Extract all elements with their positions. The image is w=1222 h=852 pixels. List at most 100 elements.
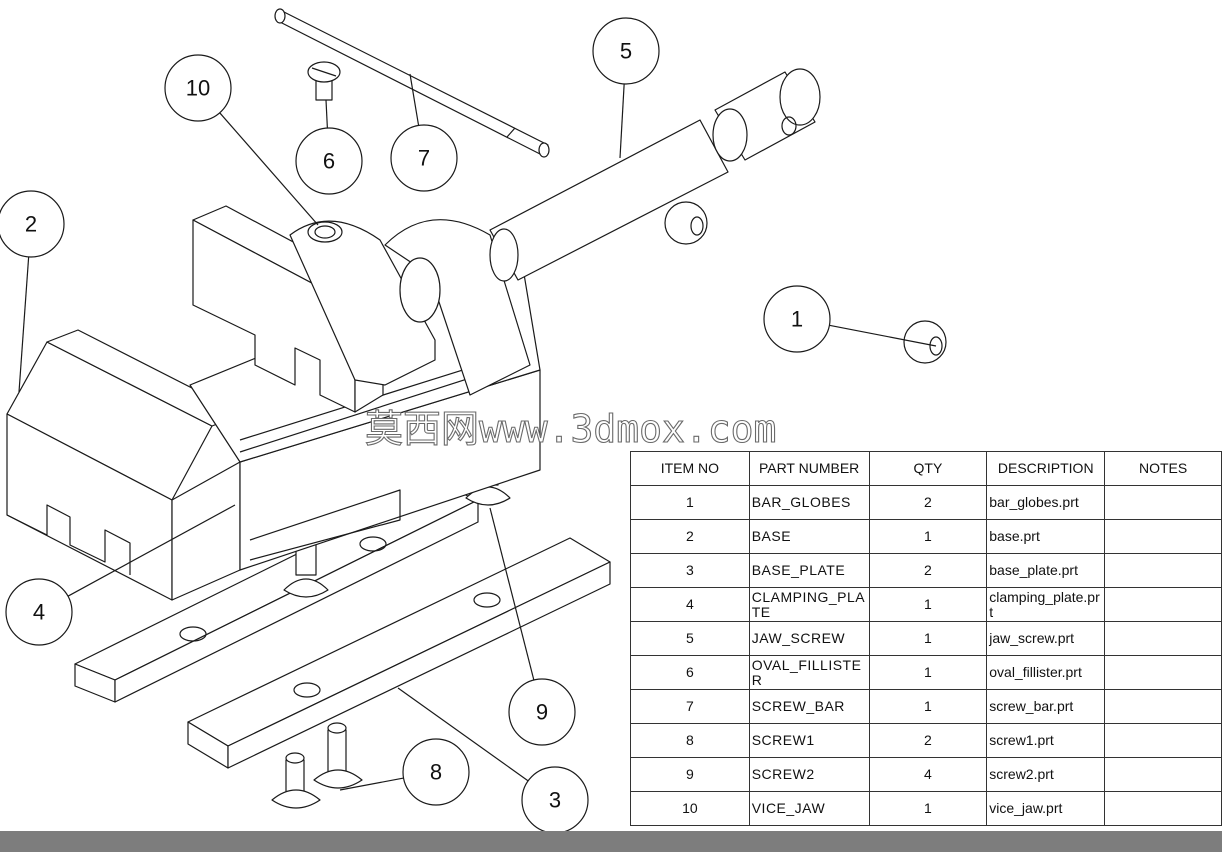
- bom-cell-part-number: BASE_PLATE: [748, 553, 870, 588]
- balloon-number: 7: [418, 146, 430, 171]
- bom-cell-qty: 4: [868, 757, 988, 792]
- leader-line: [18, 256, 30, 393]
- bom-cell-part-number: SCREW2: [748, 757, 870, 792]
- bill-of-materials-table: ITEM NO PART NUMBER QTY DESCRIPTION NOTE…: [630, 451, 1222, 826]
- bom-cell-part-number: OVAL_FILLISTER: [748, 655, 870, 690]
- leader-line: [219, 112, 319, 226]
- balloon-number: 2: [25, 212, 37, 237]
- bom-cell-part-number: SCREW1: [748, 723, 870, 758]
- bom-cell-notes: [1104, 485, 1222, 520]
- bom-cell-notes: [1104, 791, 1222, 826]
- bom-cell-notes: [1104, 757, 1222, 792]
- bom-cell-qty: 2: [868, 485, 988, 520]
- bom-cell-part-number: BASE: [748, 519, 870, 554]
- oval-fillister-part: [307, 61, 341, 101]
- bom-cell-notes: [1104, 621, 1222, 656]
- leader-line: [619, 83, 625, 159]
- balloon-callout-1: 1: [763, 285, 937, 353]
- bom-cell-qty: 1: [868, 689, 988, 724]
- bom-cell-item: 3: [630, 553, 750, 588]
- bom-cell-qty: 2: [868, 723, 988, 758]
- balloon-callout-2: 2: [0, 190, 65, 393]
- balloon-callout-10: 10: [164, 54, 319, 226]
- balloon-callout-8: 8: [339, 738, 470, 806]
- balloon-callout-5: 5: [592, 17, 660, 159]
- bom-cell-qty: 1: [868, 791, 988, 826]
- vice-jaw-part: [192, 205, 436, 413]
- bom-cell-item: 1: [630, 485, 750, 520]
- bom-cell-description: bar_globes.prt: [986, 485, 1106, 520]
- balloon-number: 8: [430, 760, 442, 785]
- balloon-circle: [402, 738, 470, 806]
- bom-cell-qty: 2: [868, 553, 988, 588]
- leader-line: [829, 324, 937, 347]
- bom-cell-description: clamping_plate.prt: [986, 587, 1106, 622]
- balloon-circle: [592, 17, 660, 85]
- bom-cell-qty: 1: [868, 655, 988, 690]
- leader-line: [339, 777, 404, 791]
- bom-cell-notes: [1104, 519, 1222, 554]
- bottom-bar: [0, 831, 1222, 852]
- bom-cell-item: 7: [630, 689, 750, 724]
- leader-line: [489, 507, 535, 681]
- bom-cell-description: screw1.prt: [986, 723, 1106, 758]
- bom-cell-description: jaw_screw.prt: [986, 621, 1106, 656]
- bom-cell-description: base_plate.prt: [986, 553, 1106, 588]
- bom-cell-part-number: JAW_SCREW: [748, 621, 870, 656]
- balloon-circle: [0, 190, 65, 258]
- bom-header-item: ITEM NO: [630, 451, 750, 486]
- balloon-callout-6: 6: [295, 99, 363, 195]
- bom-cell-description: vice_jaw.prt: [986, 791, 1106, 826]
- watermark-text: 莫西网www.3dmox.com: [365, 407, 776, 451]
- balloon-number: 6: [323, 149, 335, 174]
- bom-header-qty: QTY: [868, 451, 988, 486]
- leader-line: [67, 504, 236, 597]
- balloon-callout-7: 7: [390, 73, 458, 192]
- bom-cell-part-number: SCREW_BAR: [748, 689, 870, 724]
- screw1-parts: [271, 722, 363, 809]
- balloon-circle: [5, 578, 73, 646]
- bom-cell-part-number: VICE_JAW: [748, 791, 870, 826]
- bom-cell-description: screw2.prt: [986, 757, 1106, 792]
- balloon-circle: [390, 124, 458, 192]
- bom-header-part-number: PART NUMBER: [748, 451, 870, 486]
- bom-cell-item: 9: [630, 757, 750, 792]
- bom-cell-item: 10: [630, 791, 750, 826]
- bom-cell-item: 2: [630, 519, 750, 554]
- bom-cell-description: screw_bar.prt: [986, 689, 1106, 724]
- balloon-number: 4: [33, 600, 45, 625]
- bom-cell-notes: [1104, 655, 1222, 690]
- bom-header-description: DESCRIPTION: [986, 451, 1106, 486]
- balloon-number: 9: [536, 700, 548, 725]
- jaw-screw-part: [489, 68, 821, 282]
- balloon-circle: [508, 678, 576, 746]
- balloon-circle: [295, 127, 363, 195]
- balloon-circle: [164, 54, 232, 122]
- bom-header-notes: NOTES: [1104, 451, 1222, 486]
- balloon-number: 10: [186, 76, 210, 101]
- bom-cell-notes: [1104, 723, 1222, 758]
- bom-cell-item: 4: [630, 587, 750, 622]
- base-plate-part: [74, 483, 611, 769]
- bom-cell-notes: [1104, 689, 1222, 724]
- balloon-number: 3: [549, 788, 561, 813]
- balloon-callout-3: 3: [397, 687, 589, 834]
- balloon-number: 1: [791, 307, 803, 332]
- bom-cell-part-number: CLAMPING_PLATE: [748, 587, 870, 622]
- balloon-number: 5: [620, 39, 632, 64]
- bom-cell-notes: [1104, 587, 1222, 622]
- bom-cell-description: oval_fillister.prt: [986, 655, 1106, 690]
